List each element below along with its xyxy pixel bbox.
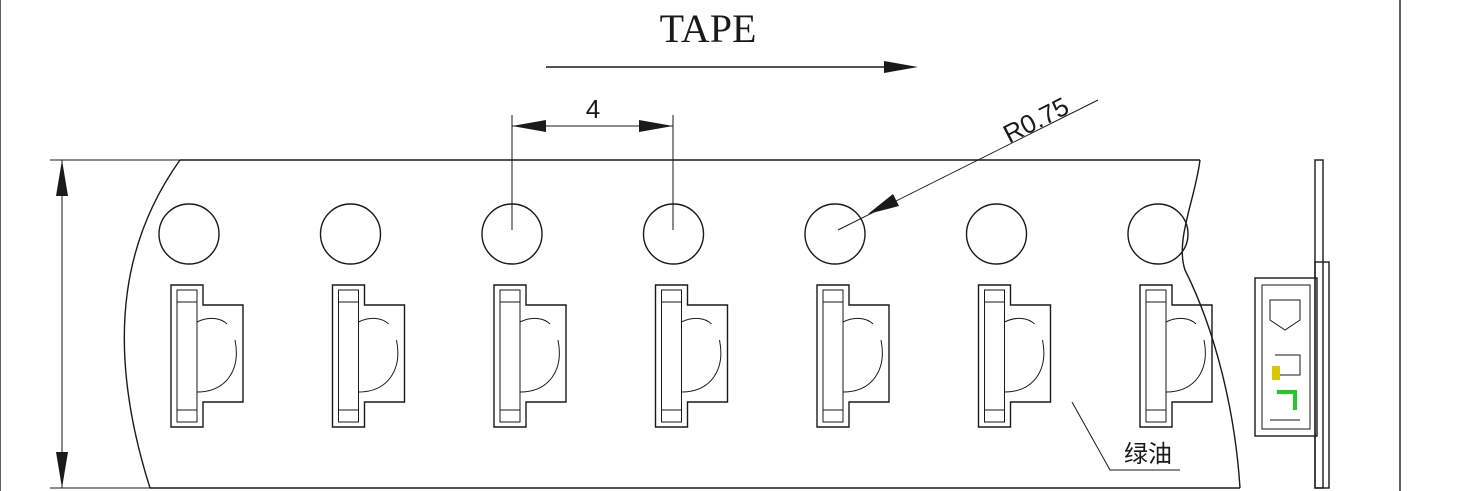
sprocket-hole [804,203,866,265]
component-pocket [654,284,729,428]
tape-direction-arrow [546,61,918,73]
pitch-dimension [511,115,674,230]
component-pocket [493,284,567,428]
note-leader [1071,401,1180,471]
component-pocket [816,284,890,428]
component-pocket [977,284,1052,428]
sprocket-hole [1127,203,1189,265]
sprocket-hole [642,203,705,265]
carrier-tape [123,159,1241,489]
green-oil-label: 绿油 [1124,441,1172,468]
component-pocket [1139,284,1213,428]
sprocket-hole [481,203,543,265]
radius-label: R0.75 [998,91,1073,149]
sprocket-hole [158,203,220,265]
side-section-view [1254,159,1330,489]
pitch-label: 4 [586,94,600,124]
sprocket-hole [965,203,1028,265]
radius-leader [837,99,1099,231]
width-dimension [50,159,180,489]
sprocket-hole [319,203,382,265]
sprocket-holes [158,203,1189,265]
component-pocket [331,284,406,428]
component-pockets [170,284,1213,428]
tape-direction-label: TAPE [660,6,757,51]
section-yellow-mark [1272,366,1280,380]
section-green-mark [1277,390,1297,410]
component-pocket [170,284,244,428]
